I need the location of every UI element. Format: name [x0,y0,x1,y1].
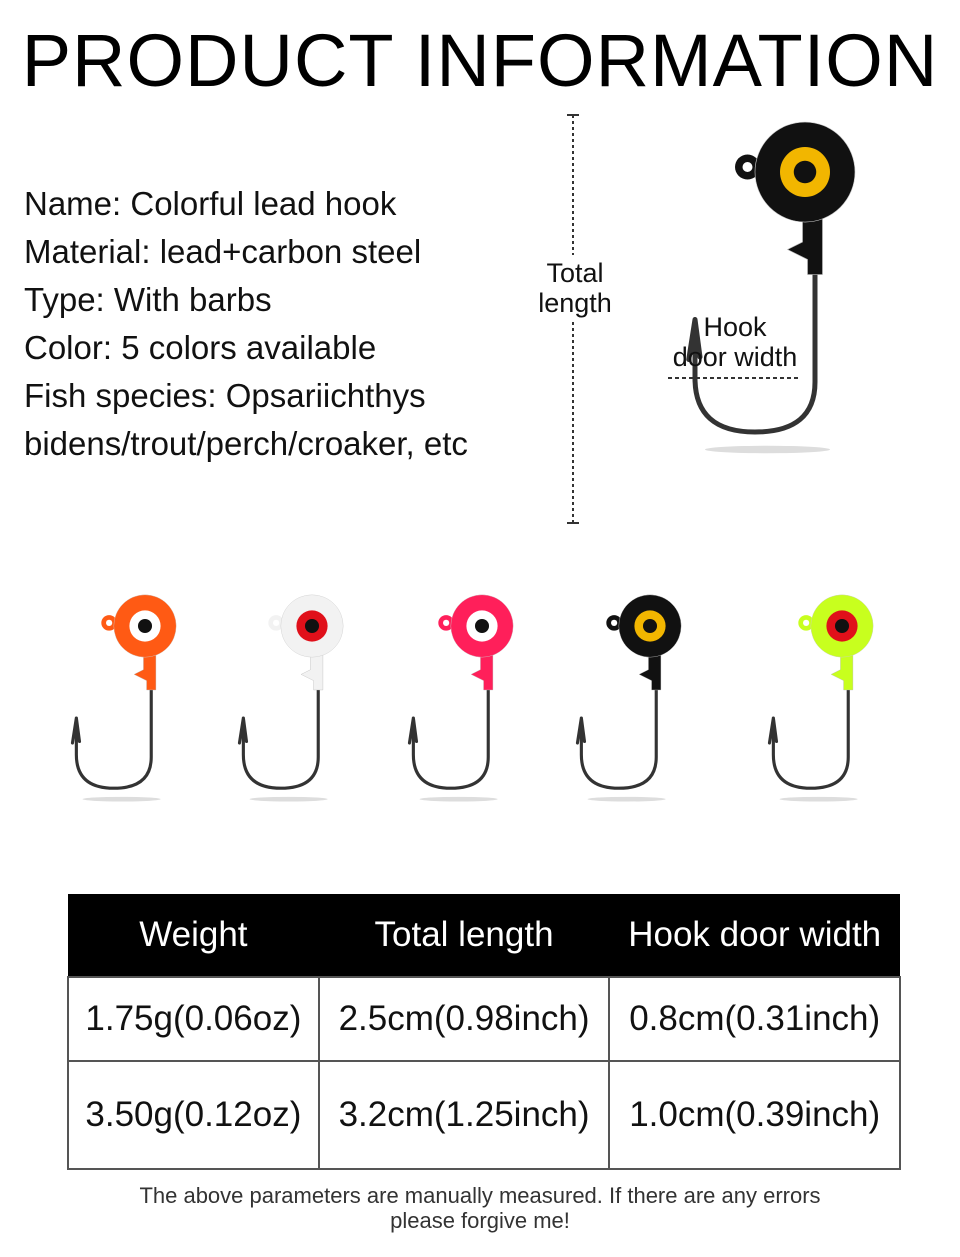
hook-wire [575,685,658,790]
collar-barb [830,649,854,691]
table-row: 3.50g(0.12oz) 3.2cm(1.25inch) 1.0cm(0.39… [67,1060,901,1170]
jig-variant-lime [767,594,874,802]
header-hook-door-width: Hook door width [609,894,900,977]
cell-total-length: 2.5cm(0.98inch) [317,976,611,1062]
page-title: PRODUCT INFORMATION [21,19,939,102]
jig-variant-orange [70,594,177,802]
pupil [793,160,817,184]
cell-hook-door-width: 1.0cm(0.39inch) [608,1060,901,1170]
collar-barb [638,649,662,691]
pupil [642,618,658,634]
total-length-label-line1: Total [546,258,604,288]
main-jig-diagram [686,121,856,454]
jig-variant-white [237,594,344,802]
jig-variant-black [575,594,682,802]
total-length-label-line2: length [538,288,612,318]
tie-loop-hole [742,162,753,172]
spec-fish-species-cont: bidens/trout/perch/croaker, etc [24,425,468,462]
cell-weight: 3.50g(0.12oz) [67,1060,320,1170]
pupil [137,618,153,634]
shadow [419,796,498,802]
shadow [587,796,666,802]
hook-wire [686,267,818,435]
spec-type: Type: With barbs [24,281,272,318]
tie-loop-hole [443,619,450,626]
tie-loop-hole [803,619,810,626]
hook-illustrations [70,114,874,802]
spec-color: Color: 5 colors available [24,329,377,366]
shadow [82,796,161,802]
spec-fish-species: Fish species: Opsariichthys [24,377,426,414]
collar-barb [786,209,823,275]
spec-table: Weight Total length Hook door width 1.75… [67,894,901,1170]
total-length-dimension-line [567,114,579,524]
shadow [779,796,858,802]
header-weight: Weight [68,894,319,977]
hook-wire [237,685,320,790]
hook-door-label-line1: Hook [703,312,767,342]
shadow [249,796,328,802]
pupil [834,618,850,634]
cell-weight: 1.75g(0.06oz) [67,976,320,1062]
pupil [304,618,320,634]
header-total-length: Total length [318,894,610,977]
jig-variant-pink [407,594,514,802]
collar-barb [300,649,324,691]
collar-barb [133,649,157,691]
shadow [705,445,830,454]
total-length-label: Total length [530,258,620,318]
hook-wire [70,685,153,790]
cell-hook-door-width: 0.8cm(0.31inch) [608,976,901,1062]
hook-door-label-line2: door width [672,342,798,372]
cell-total-length: 3.2cm(1.25inch) [317,1060,611,1170]
hook-wire [767,685,850,790]
hook-wire [407,685,490,790]
tie-loop-hole [611,619,618,626]
disclaimer-line1: The above parameters are manually measur… [139,1183,821,1208]
collar-barb [470,649,494,691]
table-row: 1.75g(0.06oz) 2.5cm(0.98inch) 0.8cm(0.31… [67,976,901,1062]
pupil [474,618,490,634]
disclaimer-line2: please forgive me! [390,1208,570,1233]
spec-material: Material: lead+carbon steel [24,233,422,270]
spec-name: Name: Colorful lead hook [24,185,397,222]
tie-loop-hole [106,619,113,626]
disclaimer-note: The above parameters are manually measur… [0,1183,960,1233]
hook-door-width-label: Hook door width [660,312,810,372]
tie-loop-hole [273,619,280,626]
spec-list: Name: Colorful lead hook Material: lead+… [24,180,468,468]
